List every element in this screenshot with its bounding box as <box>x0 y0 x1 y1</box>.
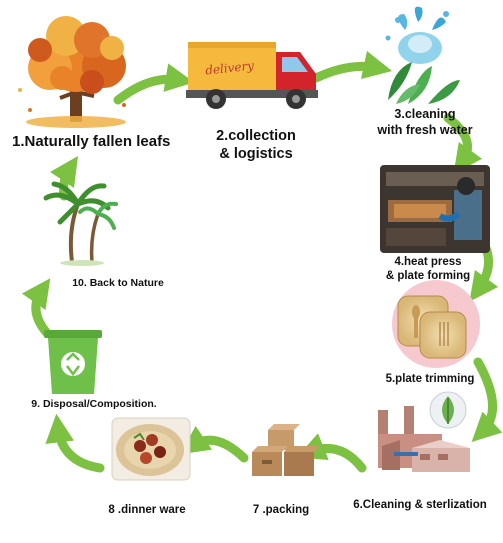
step-6-label: 6.Cleaning & sterlization <box>340 498 500 512</box>
step-9-line-1: 9. Disposal/Composition. <box>31 398 157 410</box>
arrow-9-to-10 <box>21 278 51 337</box>
step-3-label: 3.cleaning with fresh water <box>350 107 500 138</box>
step-3-line-1: 3.cleaning <box>394 107 456 121</box>
step-7-line-1: 7 .packing <box>252 504 310 516</box>
step-8-line-1: 8 .dinner ware <box>108 504 186 516</box>
arrow-3-to-4 <box>443 113 483 174</box>
step-2-label: 2.collection & logistics <box>196 127 316 163</box>
dinner-plate-icon <box>111 417 191 481</box>
step-1-label: 1.Naturally fallen leafs <box>12 133 182 152</box>
arrow-1-to-2 <box>113 63 195 105</box>
step-2-line-2: & logistics <box>219 146 293 163</box>
step-6-line-1: 6.Cleaning & sterlization <box>353 499 487 511</box>
step-10-label: 10. Back to Nature <box>58 277 178 290</box>
arrow-5-to-6 <box>471 357 503 442</box>
step-7-label: 7 .packing <box>236 503 326 517</box>
water-splash-icon <box>385 6 460 104</box>
arrow-8-to-9 <box>45 413 105 473</box>
arrow-2-to-3 <box>311 50 393 83</box>
arrow-6-to-7 <box>296 433 367 473</box>
heat-press-photo <box>380 165 490 253</box>
step-9-label: 9. Disposal/Composition. <box>14 398 174 411</box>
step-2-line-1: 2.collection <box>216 128 296 144</box>
palm-trees-icon <box>43 181 118 266</box>
packing-boxes-icon <box>252 424 320 476</box>
delivery-truck-icon: delivery <box>186 42 318 109</box>
recycle-bin-icon <box>44 330 102 394</box>
step-4-line-1: 4.heat press <box>394 256 462 268</box>
arrow-7-to-8 <box>180 425 249 463</box>
areca-plates-icon <box>392 280 480 368</box>
arrow-10-to-1 <box>50 156 78 201</box>
step-8-label: 8 .dinner ware <box>92 503 202 517</box>
step-1-line-1: 1.Naturally fallen leafs <box>12 133 171 150</box>
step-5-line-1: 5.plate trimming <box>385 373 475 385</box>
step-10-line-1: 10. Back to Nature <box>72 277 164 289</box>
step-3-line-2: with fresh water <box>377 122 473 137</box>
step-4-label: 4.heat press & plate forming <box>364 255 492 284</box>
step-4-line-2: & plate forming <box>385 270 471 283</box>
truck-delivery-text: delivery <box>205 58 255 77</box>
autumn-tree-icon <box>18 16 126 128</box>
factory-icon <box>378 391 470 472</box>
step-5-label: 5.plate trimming <box>370 372 490 386</box>
